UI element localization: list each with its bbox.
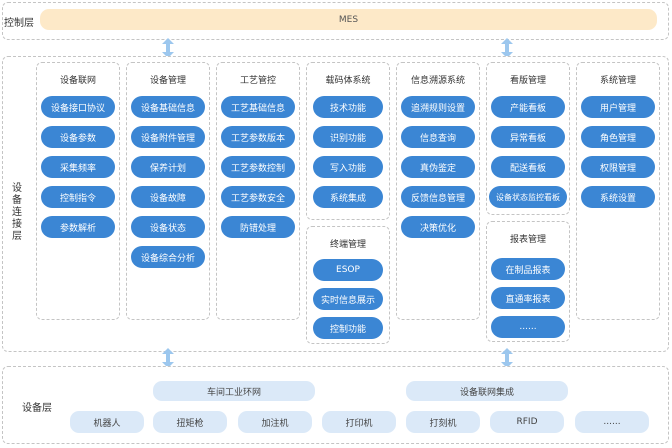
pill-item: 配送看板 xyxy=(491,156,565,178)
column-traceability-system: 信息溯源系统 追溯规则设置 信息查询 真伪鉴定 反馈信息管理 决策优化 xyxy=(396,62,480,320)
pill-item: 反馈信息管理 xyxy=(401,186,475,208)
pill-item: 设备综合分析 xyxy=(131,246,205,268)
pill-item: 权限管理 xyxy=(581,156,655,178)
pill-item: 设备基础信息 xyxy=(131,96,205,118)
column-title: 看版管理 xyxy=(509,76,546,86)
network-bar-workshop-ring: 车间工业环网 xyxy=(153,381,315,401)
mes-bar: MES xyxy=(40,9,657,30)
pill-item: 系统集成 xyxy=(313,186,383,208)
pill-item: 实时信息展示 xyxy=(313,288,383,310)
column-title: 设备管理 xyxy=(149,76,186,86)
column-title: 设备联网 xyxy=(59,76,96,86)
pill-item: 用户管理 xyxy=(581,96,655,118)
column-title: 信息溯源系统 xyxy=(410,76,465,86)
column-system-management: 系统管理 用户管理 角色管理 权限管理 系统设置 xyxy=(576,62,660,320)
pill-item: 设备故障 xyxy=(131,186,205,208)
pill-item: 角色管理 xyxy=(581,126,655,148)
column-title: 载码体系统 xyxy=(325,76,371,86)
double-arrow-icon xyxy=(501,38,513,58)
pill-item: 系统设置 xyxy=(581,186,655,208)
pill-item: ...... xyxy=(491,316,565,338)
pill-item: ESOP xyxy=(313,259,383,281)
column-device-management: 设备管理 设备基础信息 设备附件管理 保养计划 设备故障 设备状态 设备综合分析 xyxy=(126,62,210,320)
pill-item: 防错处理 xyxy=(221,216,295,238)
pill-item: 真伪鉴定 xyxy=(401,156,475,178)
pill-item: 识别功能 xyxy=(313,126,383,148)
column-title: 报表管理 xyxy=(509,235,546,245)
column-board-management: 看版管理 产能看板 异常看板 配送看板 设备状态监控看板 xyxy=(486,62,570,215)
device-rfid: RFID xyxy=(490,411,564,433)
pill-item: 决策优化 xyxy=(401,216,475,238)
column-title: 工艺管控 xyxy=(239,76,276,86)
pill-item: 控制功能 xyxy=(313,317,383,339)
device-engraver: 打刻机 xyxy=(406,411,480,433)
device-connection-layer-label: 设 备 连 接 层 xyxy=(12,183,22,242)
pill-item: 设备状态监控看板 xyxy=(489,186,567,208)
pill-item: 写入功能 xyxy=(313,156,383,178)
device-more: ...... xyxy=(575,411,649,433)
double-arrow-icon xyxy=(501,348,513,368)
control-layer-label: 控制层 xyxy=(4,18,34,29)
device-robot: 机器人 xyxy=(70,411,144,433)
device-printer: 打印机 xyxy=(322,411,396,433)
column-device-networking: 设备联网 设备接口协议 设备参数 采集频率 控制指令 参数解析 xyxy=(36,62,120,320)
pill-item: 控制指令 xyxy=(41,186,115,208)
column-terminal-management: 终端管理 ESOP 实时信息展示 控制功能 xyxy=(306,226,390,344)
pill-item: 工艺基础信息 xyxy=(221,96,295,118)
pill-item: 技术功能 xyxy=(313,96,383,118)
column-report-management: 报表管理 在制品报表 直通率报表 ...... xyxy=(486,221,570,342)
double-arrow-icon xyxy=(162,38,174,58)
column-code-carrier-system: 载码体系统 技术功能 识别功能 写入功能 系统集成 xyxy=(306,62,390,220)
device-filling-machine: 加注机 xyxy=(238,411,312,433)
column-title: 系统管理 xyxy=(599,76,636,86)
pill-item: 参数解析 xyxy=(41,216,115,238)
pill-item: 信息查询 xyxy=(401,126,475,148)
pill-item: 异常看板 xyxy=(491,126,565,148)
pill-item: 追溯规则设置 xyxy=(401,96,475,118)
pill-item: 保养计划 xyxy=(131,156,205,178)
pill-item: 直通率报表 xyxy=(491,287,565,309)
double-arrow-icon xyxy=(162,348,174,368)
column-title: 终端管理 xyxy=(329,240,366,250)
device-torque-gun: 扭矩枪 xyxy=(153,411,227,433)
pill-item: 设备参数 xyxy=(41,126,115,148)
pill-item: 工艺参数控制 xyxy=(221,156,295,178)
column-process-control: 工艺管控 工艺基础信息 工艺参数版本 工艺参数控制 工艺参数安全 防错处理 xyxy=(216,62,300,320)
pill-item: 产能看板 xyxy=(491,96,565,118)
pill-item: 工艺参数版本 xyxy=(221,126,295,148)
pill-item: 设备状态 xyxy=(131,216,205,238)
pill-item: 设备接口协议 xyxy=(41,96,115,118)
device-layer-label: 设备层 xyxy=(22,403,52,414)
pill-item: 设备附件管理 xyxy=(131,126,205,148)
network-bar-device-integration: 设备联网集成 xyxy=(406,381,568,401)
pill-item: 工艺参数安全 xyxy=(221,186,295,208)
pill-item: 采集频率 xyxy=(41,156,115,178)
pill-item: 在制品报表 xyxy=(491,258,565,280)
